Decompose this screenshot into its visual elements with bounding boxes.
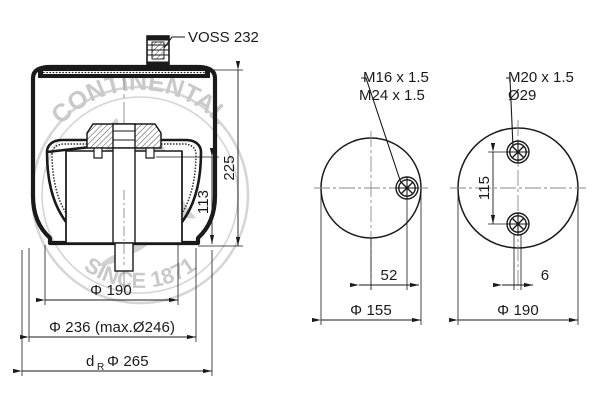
piston-leader-line <box>506 77 514 148</box>
bolt-head-hex <box>86 123 162 149</box>
callout-m16: M16 x 1.5 <box>363 69 429 86</box>
dimension-height-225: 225 <box>198 61 243 247</box>
callout-voss-232: VOSS 232 <box>188 29 259 46</box>
view-top-plate: M16 x 1.5 M24 x 1.5 52 Φ 155 <box>312 69 429 325</box>
dimension-subscript-R: R <box>97 362 104 373</box>
dimension-diameter-236: Φ 236 (max.Ø246) <box>20 248 197 342</box>
mounting-collar <box>93 147 155 159</box>
dimension-diameter-155: Φ 155 <box>312 190 422 325</box>
view-piston-end: M20 x 1.5 Ø29 115 6 Φ 190 <box>449 69 586 325</box>
dimension-value-52: 52 <box>381 267 398 284</box>
bolt-hole-lower <box>506 212 530 236</box>
dimension-height-113: 113 <box>156 148 219 244</box>
top-bead-plate <box>38 69 210 78</box>
dimension-diameter-190-piston: Φ 190 <box>449 190 579 325</box>
callout-m20: M20 x 1.5 <box>508 69 574 86</box>
dimension-value-225: 225 <box>221 155 238 180</box>
voss-fitting <box>143 35 173 71</box>
dimension-diameter-265: d R Φ 265 <box>13 250 213 376</box>
dimension-span-115: 115 <box>476 143 507 225</box>
dimension-offset-52: 52 <box>350 199 419 290</box>
bolt-shank <box>112 147 136 272</box>
bellows-top-rim <box>30 64 218 79</box>
dimension-value-6: 6 <box>541 267 549 284</box>
view-section-side: VOSS 232 <box>13 29 259 376</box>
dimension-value-265: Φ 265 <box>107 353 149 370</box>
thread-port-m16-m24 <box>395 176 419 200</box>
dimension-value-155: Φ 155 <box>350 302 392 319</box>
dimension-value-190-piston: Φ 190 <box>497 302 539 319</box>
dimension-diameter-190: Φ 190 <box>36 245 179 305</box>
voss-leader-line <box>163 36 185 49</box>
callout-d29: Ø29 <box>508 87 536 104</box>
dimension-offset-6: 6 <box>493 235 549 290</box>
bolt-hole-upper <box>506 140 530 164</box>
dimension-prefix-dR: d <box>86 353 94 370</box>
dimension-value-190: Φ 190 <box>90 282 132 299</box>
top-plate-leader-line <box>361 77 402 184</box>
callout-m24: M24 x 1.5 <box>359 87 425 104</box>
dimension-value-115: 115 <box>476 176 493 200</box>
dimension-value-113: 113 <box>195 190 212 214</box>
dimension-value-236: Φ 236 (max.Ø246) <box>49 319 175 336</box>
